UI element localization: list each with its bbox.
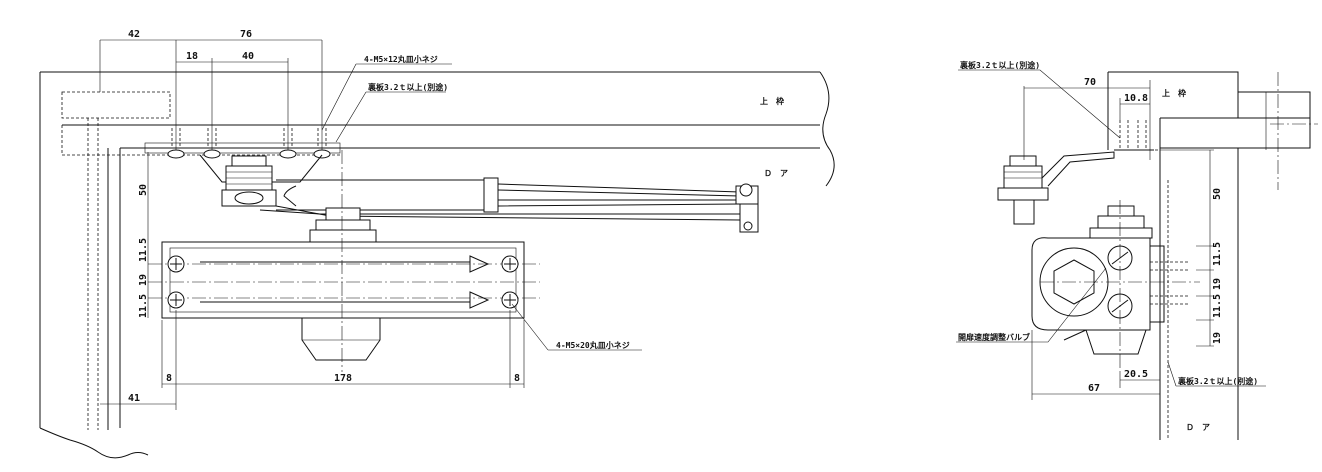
dim-42: 42 — [128, 29, 140, 40]
dim-11-5-a: 11.5 — [138, 238, 149, 262]
left-view: 42 76 18 40 50 11.5 19 11.5 8 178 8 41 — [39, 29, 835, 459]
dim-19: 19 — [138, 274, 149, 286]
right-labels: 裏板3.2ｔ以上(別途) 上 枠 開扉速度調整バルブ 裏板3.2ｔ以上(別途) … — [956, 60, 1266, 432]
dim-r-11-5-a: 11.5 — [1212, 242, 1223, 266]
dim-8-left: 8 — [166, 373, 172, 384]
top-screw — [203, 128, 221, 159]
dim-11-5-b: 11.5 — [138, 294, 149, 318]
dim-r-19-a: 19 — [1212, 278, 1223, 290]
dim-8-right: 8 — [514, 373, 520, 384]
label-r-frame: 上 枠 — [1162, 88, 1186, 98]
dim-18: 18 — [186, 51, 198, 62]
dim-r-19-b: 19 — [1212, 332, 1223, 344]
label-valve: 開扉速度調整バルブ — [958, 332, 1030, 342]
left-labels: 4-M5×12丸皿小ネジ 裏板3.2ｔ以上(別途) 上 枠 Ｄ ア 4-M5×2… — [321, 54, 788, 351]
label-frame: 上 枠 — [760, 96, 784, 106]
dim-r-50: 50 — [1212, 188, 1223, 200]
dim-76: 76 — [240, 29, 252, 40]
dim-70: 70 — [1084, 77, 1096, 88]
right-dimensions: 70 10.8 50 11.5 19 11.5 19 20.5 67 — [1023, 77, 1223, 400]
arm-assembly — [199, 154, 759, 243]
right-top-screws — [1114, 120, 1154, 151]
label-screw-top: 4-M5×12丸皿小ネジ — [364, 54, 438, 64]
label-r-door: Ｄ ア — [1186, 423, 1210, 432]
right-frame — [1107, 71, 1318, 440]
dim-67: 67 — [1088, 383, 1100, 394]
right-body — [1031, 200, 1200, 372]
label-door: Ｄ ア — [764, 169, 788, 178]
label-screw-body: 4-M5×20丸皿小ネジ — [556, 340, 630, 350]
label-r-backing-bottom: 裏板3.2ｔ以上(別途) — [1177, 376, 1258, 386]
right-arm — [997, 151, 1153, 239]
dim-10-8: 10.8 — [1124, 93, 1148, 104]
label-r-backing-top: 裏板3.2ｔ以上(別途) — [959, 60, 1040, 70]
label-backing-plate: 裏板3.2ｔ以上(別途) — [367, 82, 448, 92]
dim-41: 41 — [128, 393, 140, 404]
left-dimensions: 42 76 18 40 50 11.5 19 11.5 8 178 8 41 — [99, 29, 525, 410]
dim-r-11-5-b: 11.5 — [1212, 294, 1223, 318]
dim-178: 178 — [334, 373, 352, 384]
frame-outline — [39, 71, 835, 459]
dim-40: 40 — [242, 51, 254, 62]
closer-body — [148, 150, 540, 372]
right-view: 70 10.8 50 11.5 19 11.5 19 20.5 67 裏板3.2… — [956, 60, 1318, 440]
dim-20-5: 20.5 — [1124, 369, 1148, 380]
dim-50: 50 — [138, 184, 149, 196]
